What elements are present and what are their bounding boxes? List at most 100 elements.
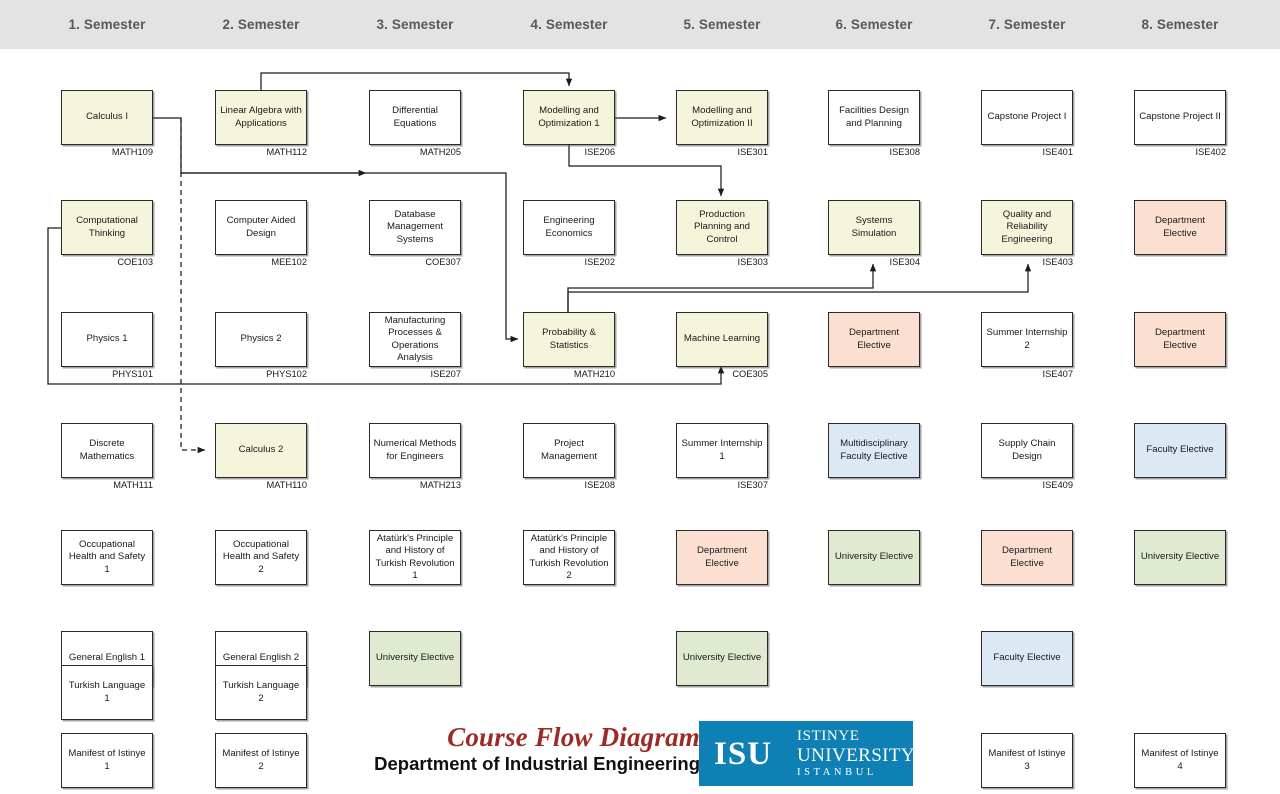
course-box-ue-r6c5[interactable]: University Elective (676, 631, 768, 686)
course-name: Atatürk's Principle and History of Turki… (375, 533, 455, 581)
course-box-ise207[interactable]: Manufacturing Processes & Operations Ana… (369, 312, 461, 367)
course-box-phys102[interactable]: Physics 2 (215, 312, 307, 367)
course-box-ise308[interactable]: Facilities Design and Planning (828, 90, 920, 145)
course-name: Faculty Elective (993, 652, 1061, 664)
diagram-subtitle: Department of Industrial Engineering (374, 753, 700, 774)
course-code-ise304: ISE304 (889, 257, 921, 267)
semester-header-7: 7. Semester (988, 17, 1066, 32)
course-box-ise407[interactable]: Summer Internship 2 (981, 312, 1073, 367)
course-box-tur1[interactable]: Turkish Language 1 (61, 665, 153, 720)
course-code-ise409: ISE409 (1042, 480, 1074, 490)
course-box-math109[interactable]: Calculus I (61, 90, 153, 145)
course-name: Facilities Design and Planning (839, 105, 909, 129)
semester-header-4: 4. Semester (530, 17, 608, 32)
course-box-dept-r2c8[interactable]: Department Elective (1134, 200, 1226, 255)
course-name: Manifest of Istinye 4 (1141, 748, 1219, 772)
course-name: Computer Aided Design (226, 215, 296, 239)
semester-header-3: 3. Semester (376, 17, 454, 32)
course-box-ise401[interactable]: Capstone Project I (981, 90, 1073, 145)
course-box-math213[interactable]: Numerical Methods for Engineers (369, 423, 461, 478)
course-box-mee102[interactable]: Computer Aided Design (215, 200, 307, 255)
course-name: Atatürk's Principle and History of Turki… (529, 533, 609, 581)
course-box-coe103[interactable]: Computational Thinking (61, 200, 153, 255)
course-box-phys101[interactable]: Physics 1 (61, 312, 153, 367)
course-box-dept-r5c5[interactable]: Department Elective (676, 530, 768, 585)
course-box-math205[interactable]: Differential Equations (369, 90, 461, 145)
logo-wordmark: ISTINYE UNIVERSITY ISTANBUL (785, 728, 915, 780)
course-box-coe305[interactable]: Machine Learning (676, 312, 768, 367)
course-box-ue-r5c8[interactable]: University Elective (1134, 530, 1226, 585)
course-name: Systems Simulation (851, 215, 897, 239)
course-code-math205: MATH205 (419, 147, 461, 157)
semester-header-bar (0, 0, 1280, 49)
course-code-phys102: PHYS102 (266, 369, 307, 379)
course-box-man3[interactable]: Manifest of Istinye 3 (981, 733, 1073, 788)
course-box-ise208[interactable]: Project Management (523, 423, 615, 478)
course-name: Department Elective (1001, 545, 1053, 569)
course-name: Engineering Economics (543, 215, 595, 239)
course-name: Occupational Health and Safety 2 (222, 539, 300, 575)
course-box-tur2[interactable]: Turkish Language 2 (215, 665, 307, 720)
course-code-ise301: ISE301 (737, 147, 769, 157)
logo-mark-isu: ISU (714, 735, 773, 772)
course-box-ohs1[interactable]: Occupational Health and Safety 1 (61, 530, 153, 585)
course-code-math112: MATH112 (266, 147, 307, 157)
course-name: Department Elective (848, 327, 900, 351)
course-name: Turkish Language 2 (222, 680, 300, 704)
course-name: Probability & Statistics (542, 327, 596, 351)
course-box-dept-r5c7[interactable]: Department Elective (981, 530, 1073, 585)
course-name: Numerical Methods for Engineers (373, 438, 457, 462)
course-name: Manufacturing Processes & Operations Ana… (384, 315, 446, 363)
course-box-ise206[interactable]: Modelling and Optimization 1 (523, 90, 615, 145)
course-name: Manifest of Istinye 1 (68, 748, 146, 772)
course-box-ata2[interactable]: Atatürk's Principle and History of Turki… (523, 530, 615, 585)
course-box-ise303[interactable]: Production Planning and Control (676, 200, 768, 255)
logo-line-university: UNIVERSITY (797, 744, 916, 766)
course-name: Discrete Mathematics (79, 438, 135, 462)
course-name: Manifest of Istinye 3 (988, 748, 1066, 772)
course-code-coe307: COE307 (425, 257, 461, 267)
course-box-fe-r6c7[interactable]: Faculty Elective (981, 631, 1073, 686)
course-name: Department Elective (696, 545, 748, 569)
course-name: Differential Equations (392, 105, 438, 129)
course-box-ise409[interactable]: Supply Chain Design (981, 423, 1073, 478)
course-box-fe-r4c8[interactable]: Faculty Elective (1134, 423, 1226, 478)
course-code-coe103: COE103 (117, 257, 153, 267)
course-name: Occupational Health and Safety 1 (68, 539, 146, 575)
course-box-ata1[interactable]: Atatürk's Principle and History of Turki… (369, 530, 461, 585)
course-name: Modelling and Optimization 1 (538, 105, 600, 129)
course-box-ise304[interactable]: Systems Simulation (828, 200, 920, 255)
course-name: Manifest of Istinye 2 (222, 748, 300, 772)
course-box-ue-r6c3[interactable]: University Elective (369, 631, 461, 686)
course-name: Quality and Reliability Engineering (1001, 209, 1053, 245)
diagram-title: Course Flow Diagram (447, 722, 700, 752)
course-box-coe307[interactable]: Database Management Systems (369, 200, 461, 255)
course-name: Physics 2 (240, 333, 282, 345)
course-box-man4[interactable]: Manifest of Istinye 4 (1134, 733, 1226, 788)
course-name: Machine Learning (683, 333, 761, 345)
course-box-ohs2[interactable]: Occupational Health and Safety 2 (215, 530, 307, 585)
course-code-ise308: ISE308 (889, 147, 921, 157)
course-box-ise402[interactable]: Capstone Project II (1134, 90, 1226, 145)
course-box-dept-r3c6[interactable]: Department Elective (828, 312, 920, 367)
logo-line-istanbul: ISTANBUL (797, 766, 877, 778)
course-box-ise301[interactable]: Modelling and Optimization II (676, 90, 768, 145)
course-box-mfe-r4c6[interactable]: Multidisciplinary Faculty Elective (828, 423, 920, 478)
course-name: Supply Chain Design (998, 438, 1056, 462)
course-box-math111[interactable]: Discrete Mathematics (61, 423, 153, 478)
course-code-math109: MATH109 (111, 147, 153, 157)
course-box-ise307[interactable]: Summer Internship 1 (676, 423, 768, 478)
course-box-math112[interactable]: Linear Algebra with Applications (215, 90, 307, 145)
course-name: General English 1 (68, 652, 146, 664)
course-code-ise202: ISE202 (584, 257, 616, 267)
course-box-math110[interactable]: Calculus 2 (215, 423, 307, 478)
course-box-man2[interactable]: Manifest of Istinye 2 (215, 733, 307, 788)
course-box-math210[interactable]: Probability & Statistics (523, 312, 615, 367)
course-code-ise206: ISE206 (584, 147, 616, 157)
course-box-ise202[interactable]: Engineering Economics (523, 200, 615, 255)
course-box-man1[interactable]: Manifest of Istinye 1 (61, 733, 153, 788)
course-box-dept-r3c8[interactable]: Department Elective (1134, 312, 1226, 367)
course-box-ue-r5c6[interactable]: University Elective (828, 530, 920, 585)
course-box-ise403[interactable]: Quality and Reliability Engineering (981, 200, 1073, 255)
